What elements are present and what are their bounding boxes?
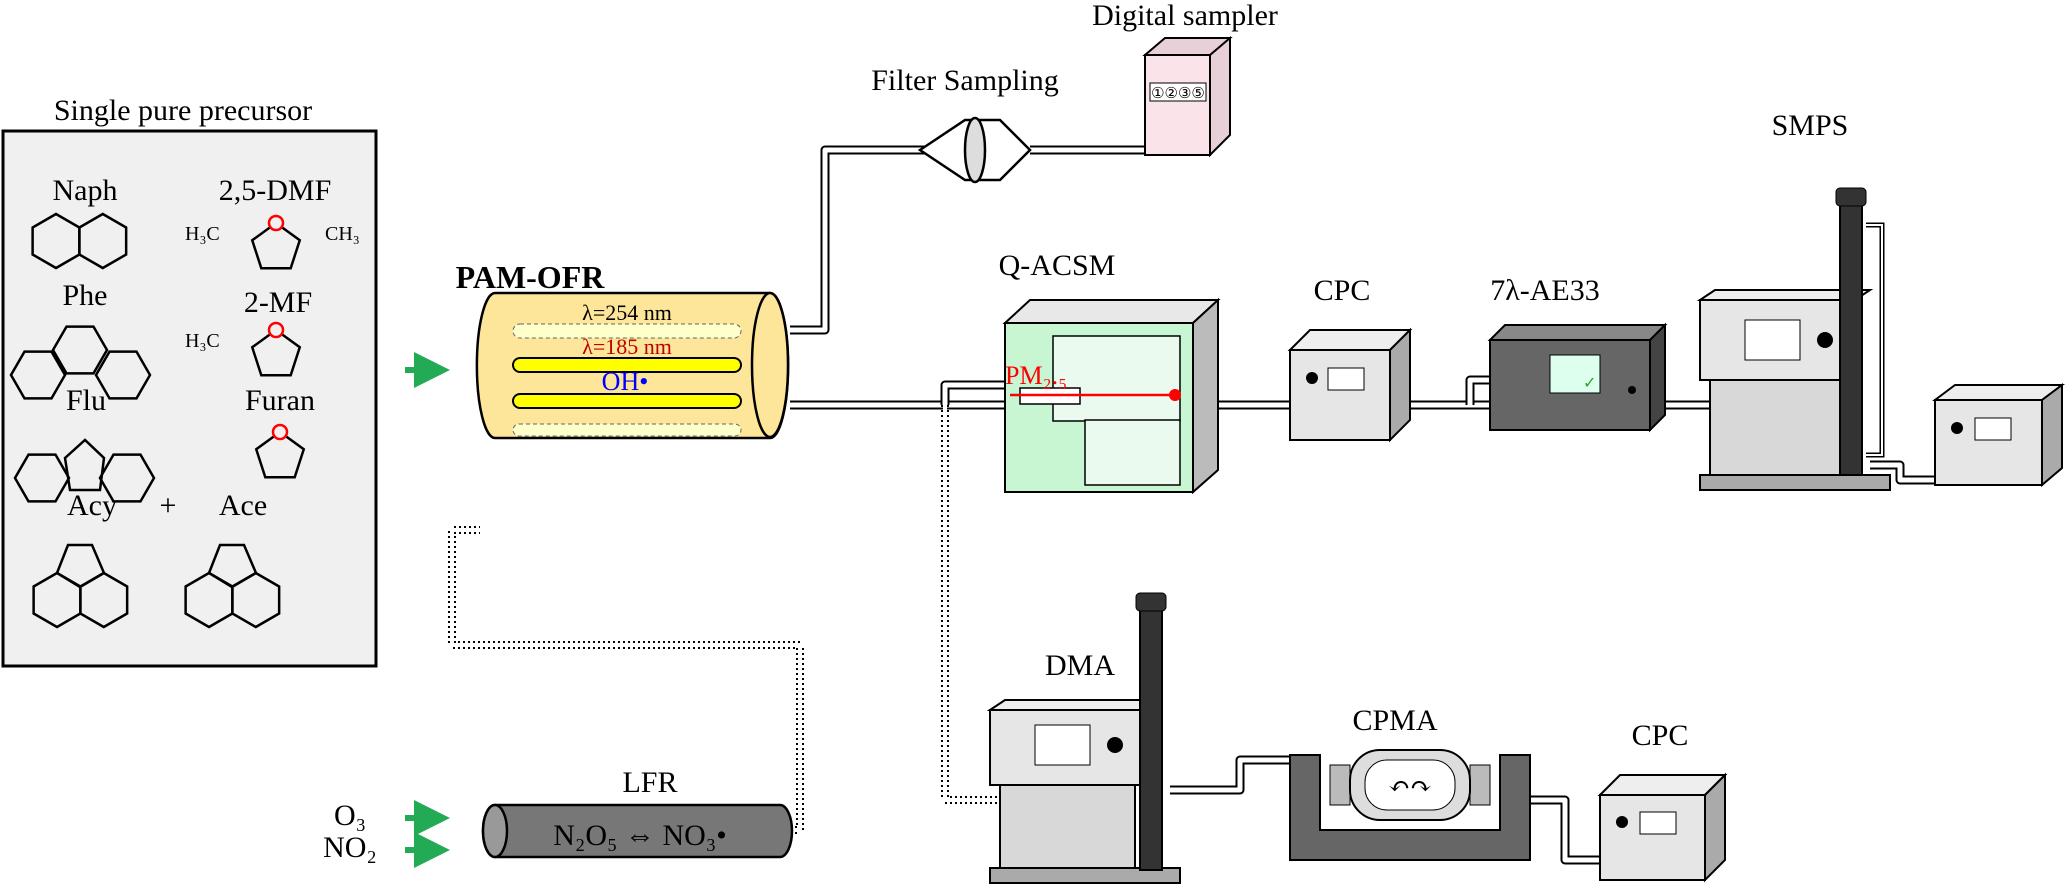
lfr-reactor — [481, 803, 794, 859]
oxygen-atom-icon — [267, 214, 285, 232]
label-25dmf: 2,5-DMF — [219, 174, 332, 207]
acenaphthene-ring — [207, 543, 258, 589]
dma-instrument — [986, 592, 1181, 884]
lfr-label: LFR — [622, 766, 677, 799]
phenanthrene-ring — [94, 350, 152, 400]
lamp-254nm — [512, 423, 742, 437]
smps-label: SMPS — [1772, 109, 1849, 142]
pm25-label: PM₂.₅ — [1005, 361, 1067, 390]
methylfuran-ring — [250, 328, 302, 377]
ae33-label: 7λ-AE33 — [1490, 274, 1600, 307]
label-naph: Naph — [53, 174, 118, 207]
phenanthrene-ring — [9, 350, 67, 400]
ae33-instrument: ✓ — [1487, 322, 1668, 433]
qacsm-instrument — [1002, 297, 1221, 495]
label-2mf: 2-MF — [244, 286, 312, 319]
smps-cpc — [1932, 383, 2065, 488]
cpc2-instrument — [1597, 772, 1728, 883]
cpc2-label: CPC — [1632, 719, 1689, 752]
label-flu: Flu — [66, 384, 106, 417]
label-ch3-dmf: CH₃ — [325, 223, 360, 245]
no2-label: NO₂ — [323, 831, 377, 864]
lamp-185nm — [512, 357, 742, 373]
precursor-panel-title: Single pure precursor — [54, 94, 312, 127]
lamp-254nm — [512, 323, 742, 339]
pam-ofr-label: PAM-OFR — [456, 259, 606, 295]
cpc1-instrument — [1287, 327, 1413, 443]
label-plus: + — [160, 489, 177, 522]
lfr-reaction-label: N₂O₅ ⇔ NO₃• — [553, 819, 727, 852]
oxygen-atom-icon — [271, 423, 289, 441]
label-h3c-dmf: H₃C — [185, 223, 220, 245]
rotation-arrows-icon: ↶↷ — [1388, 772, 1432, 801]
molecule-structures — [9, 212, 306, 629]
smps-instrument — [1696, 187, 1891, 491]
cpma-instrument: ↶↷ — [1289, 749, 1531, 861]
lamp-185-label: λ=185 nm — [582, 334, 672, 359]
furan-ring — [254, 430, 306, 479]
cpc1-label: CPC — [1314, 274, 1371, 307]
dimethylfuran-ring — [250, 221, 302, 270]
acenaphthylene-ring — [55, 543, 106, 589]
naphthalene-ring — [78, 212, 128, 270]
sampling-lines — [448, 145, 1985, 865]
lamp-185nm — [512, 393, 742, 409]
digital-sampler-label: Digital sampler — [1092, 0, 1278, 32]
label-phe: Phe — [63, 279, 108, 312]
label-furan: Furan — [245, 384, 315, 417]
sampler-display: ①②③⑤ — [1151, 86, 1205, 102]
cpma-label: CPMA — [1352, 704, 1437, 737]
fluorene-ring — [63, 438, 106, 492]
label-ace: Ace — [219, 489, 267, 522]
oh-radical-label: OH• — [602, 367, 649, 396]
label-acy: Acy — [67, 489, 117, 522]
lamp-254-label: λ=254 nm — [582, 300, 672, 325]
o3-label: O₃ — [334, 799, 366, 832]
fluorene-ring — [13, 453, 71, 503]
oxygen-atom-icon — [267, 321, 285, 339]
precursor-panel — [1, 129, 378, 668]
phenanthrene-ring — [51, 325, 109, 375]
fluorene-ring — [98, 453, 156, 503]
qacsm-label: Q-ACSM — [999, 249, 1116, 282]
digital-sampler: ①②③⑤ — [1142, 35, 1233, 158]
label-h3c-2mf: H₃C — [185, 330, 220, 352]
filter-holder — [917, 116, 1032, 184]
pam-ofr-reactor — [475, 291, 790, 440]
check-icon: ✓ — [1583, 375, 1596, 392]
dma-label: DMA — [1045, 649, 1115, 682]
filter-sampling-label: Filter Sampling — [871, 64, 1059, 97]
